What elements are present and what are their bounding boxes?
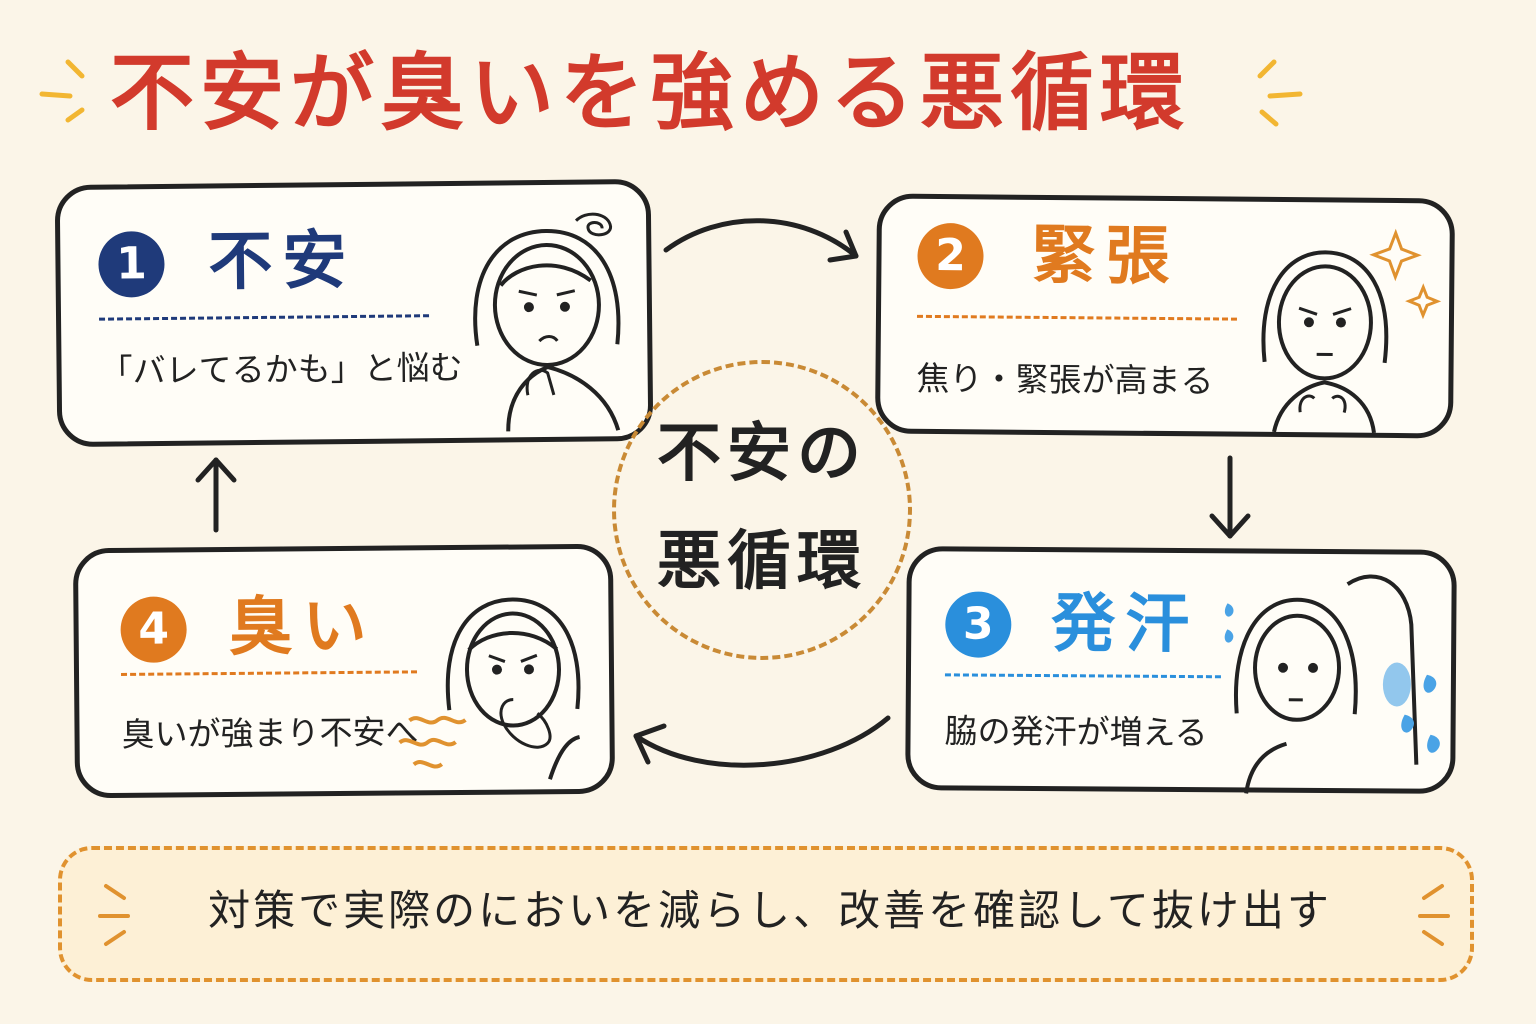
step-description-sweating: 脇の発汗が増える [944, 711, 1208, 753]
step-divider [99, 314, 430, 321]
center-label-line: 不安の [657, 417, 867, 491]
tense-woman-icon [1261, 228, 1442, 434]
arrow-3-to-4 [633, 715, 891, 768]
step-description-odor: 臭いが強まり不安へ [121, 712, 419, 754]
step-divider [944, 673, 1221, 679]
center-label-line: 悪循環 [657, 525, 867, 599]
sweating-woman-icon [1224, 574, 1440, 794]
arrow-1-to-2 [663, 218, 859, 263]
footer-box [58, 846, 1474, 982]
arrow-4-to-1 [195, 457, 237, 533]
step-divider [916, 314, 1237, 321]
step-heading-tension: 緊張 [1031, 218, 1180, 295]
title-sparkles-right [1257, 59, 1303, 127]
center-label: 不安の悪循環 [612, 400, 912, 616]
arrow-2-to-3 [1209, 455, 1251, 539]
footer-sparkles-right [1418, 884, 1450, 946]
step-heading-sweating: 発汗 [1051, 587, 1200, 663]
step-badge-2: 2 [917, 222, 984, 290]
page-title: 不安が臭いを強める悪循環 [110, 44, 1191, 142]
step-card-anxiety: 1 不安 「バレてるかも」と悩む [54, 178, 654, 448]
woman-covering-mouth-icon [398, 597, 581, 780]
title-sparkles-left [39, 59, 85, 123]
step-heading-anxiety: 不安 [208, 223, 357, 300]
step-card-tension: 2 緊張 焦り・緊張が高まる [874, 193, 1456, 439]
worried-woman-icon [473, 212, 621, 432]
step-card-odor: 4 臭い 臭いが強まり不安へ [72, 543, 616, 799]
step-badge-4: 4 [120, 596, 187, 663]
step-description-anxiety: 「バレてるかも」と悩む [99, 347, 463, 391]
step-heading-odor: 臭い [228, 589, 377, 666]
step-divider [121, 670, 418, 676]
step-badge-3: 3 [945, 591, 1012, 658]
step-badge-1: 1 [98, 230, 165, 298]
step-card-sweating: 3 発汗 脇の発汗が増える [905, 546, 1457, 794]
footer-sparkles-left [98, 884, 130, 946]
step-description-tension: 焦り・緊張が高まる [916, 358, 1214, 401]
center-ring [612, 360, 912, 660]
footer-text: 対策で実際のにおいを減らし、改善を確認して抜け出す [208, 886, 1332, 935]
